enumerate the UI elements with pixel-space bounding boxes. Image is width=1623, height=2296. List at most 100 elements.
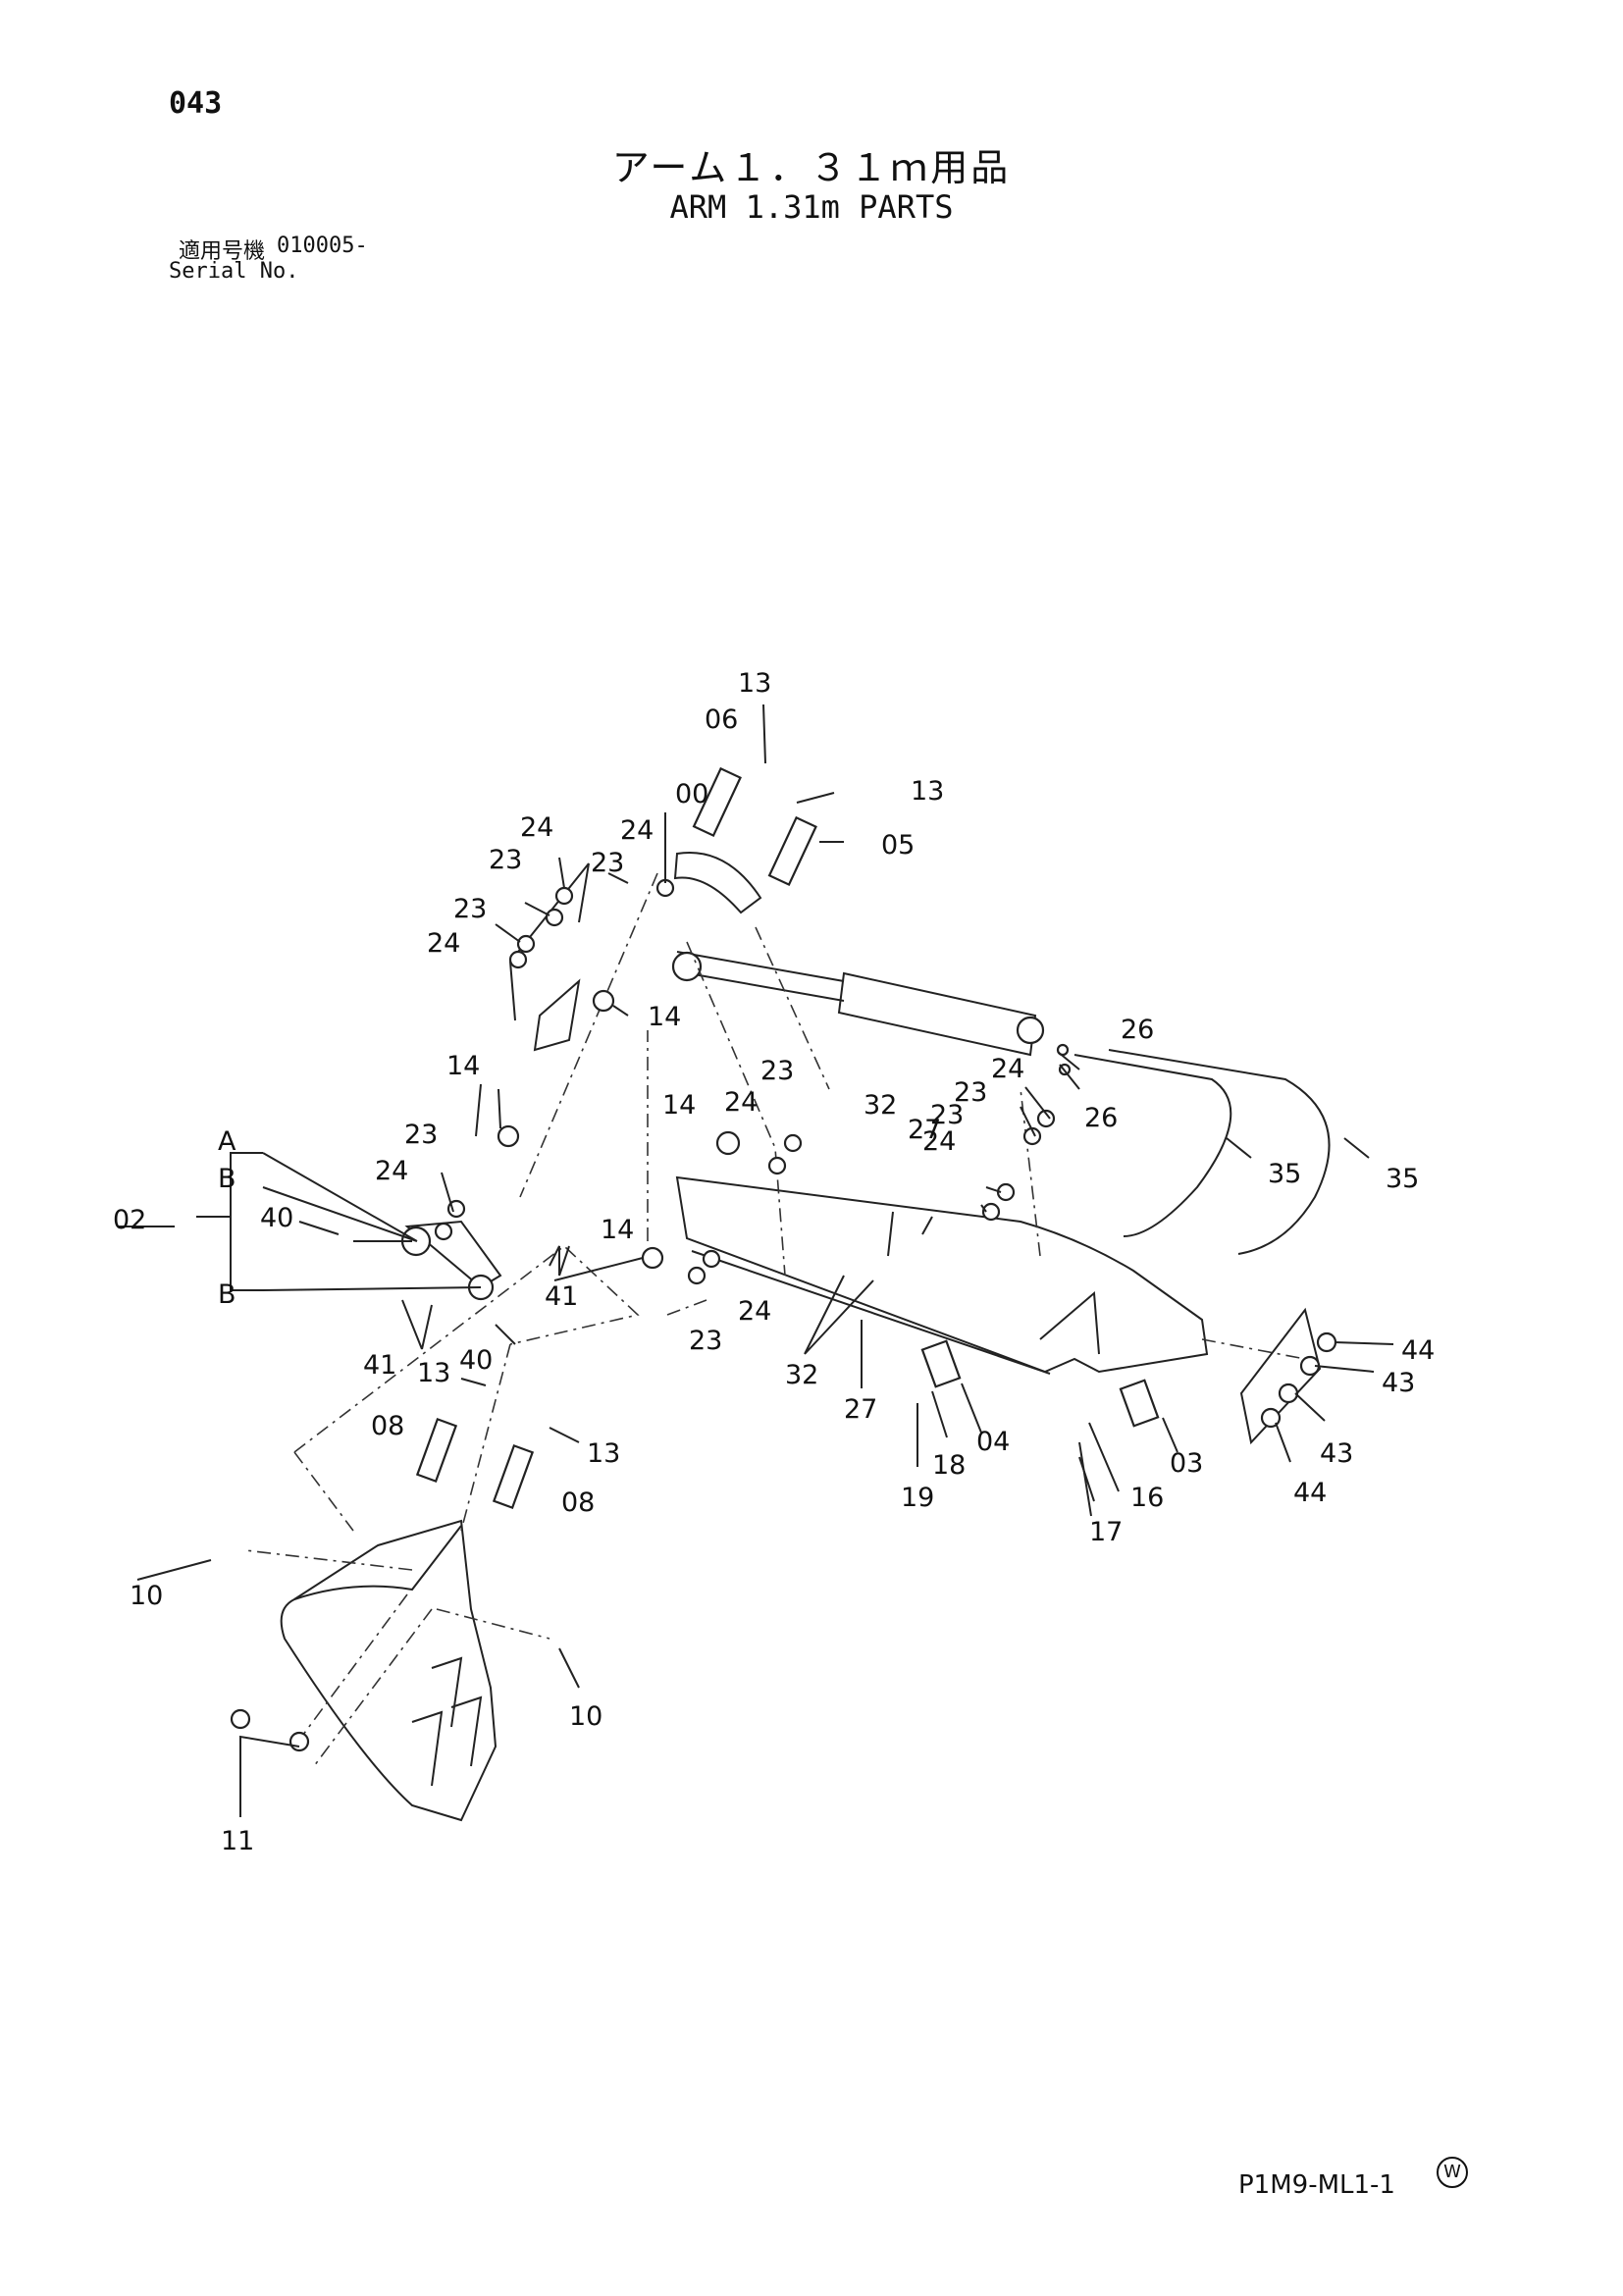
callout-44-b: 44 [1293,1478,1327,1508]
washer-23-lower [687,1266,707,1285]
leader-27 [861,1216,933,1388]
watermark-circle-icon: W [1437,2157,1468,2188]
washer-24-left [508,950,528,969]
leader-arrows-41 [401,1245,570,1350]
leader-dashed-1 [293,1244,707,1453]
callout-13-top: 13 [738,668,771,699]
callout-23-b: 23 [591,848,624,878]
washer-24-top [554,886,574,906]
pin-04 [920,1339,962,1388]
drawing-code: P1M9-ML1-1 [1238,2170,1395,2200]
callout-24-d: 24 [724,1087,758,1118]
callout-24-g: 24 [991,1054,1024,1084]
callout-43-b: 43 [1320,1438,1353,1469]
bushing-14-mid [497,1124,520,1148]
callout-B-b: B [218,1279,236,1310]
callout-24-e: 24 [375,1156,408,1186]
callout-27-b: 27 [844,1394,877,1425]
bucket-back [293,1525,462,1600]
callout-03: 03 [1170,1448,1203,1479]
leaders [118,704,1394,1817]
callout-13-d: 13 [587,1438,620,1469]
ring-11-right [288,1731,310,1752]
callout-14-c: 14 [662,1090,696,1121]
page-title-english: ARM 1.31m PARTS [669,188,954,226]
bucket-shell [280,1519,497,1822]
callout-27-a: 27 [908,1115,941,1145]
bucket-teeth [411,1656,483,1787]
leader-dashed-6 [244,1549,550,1767]
washer-43-bottom [1278,1383,1299,1404]
washer-24-lower [702,1249,721,1269]
callout-14-a: 14 [648,1002,681,1032]
washer-44-top [1316,1331,1337,1353]
pin-06 [692,766,742,838]
callout-05: 05 [881,830,915,861]
washer-23-left [516,934,536,954]
callout-02: 02 [113,1205,146,1235]
callout-32-a: 32 [864,1090,897,1121]
callout-35-a: 35 [1268,1159,1301,1189]
serial-label-japanese: 適用号機 [179,239,266,264]
leader-dashed-5 [1020,1088,1306,1360]
washer-23-top-b [545,908,564,927]
callout-08-a: 08 [371,1411,404,1441]
callout-B-a: B [218,1164,236,1194]
callout-04: 04 [976,1427,1010,1457]
callout-19: 19 [901,1483,934,1513]
pin-03 [1119,1379,1160,1428]
arm-assembly-drawing [118,704,1394,1822]
hydraulic-cylinder-barrel [837,971,1037,1057]
leader-32 [804,1211,894,1355]
callout-26-b: 26 [1084,1103,1118,1133]
callout-24-a: 24 [520,812,553,843]
washer-23-arm [446,1199,466,1219]
arm-body-edge [691,1250,1051,1375]
arm-gusset [1039,1290,1100,1355]
callout-11: 11 [221,1826,254,1856]
callout-14-d: 14 [601,1215,634,1245]
leader-dashed-3 [686,926,830,1277]
washer-44-bottom [1260,1407,1282,1429]
callout-32-b: 32 [785,1360,818,1390]
callout-06: 06 [705,704,738,735]
washer-24-right-b [981,1202,1001,1222]
leader-40 [298,1221,516,1345]
callout-14-b: 14 [446,1051,480,1081]
callout-40-b: 40 [459,1345,493,1376]
callout-23-f: 23 [689,1326,722,1356]
callout-16: 16 [1130,1483,1164,1513]
part-callouts: 13 06 00 13 05 24 23 24 23 23 24 14 14 2… [113,668,1435,1856]
callout-00: 00 [675,779,708,809]
callout-A: A [218,1126,236,1157]
callout-24-f: 24 [738,1296,771,1327]
leader-13 [460,1378,580,1443]
page-title-japanese: アーム１．３１ｍ用品 [611,146,1012,189]
washer-bracket-right [1239,1307,1322,1445]
callout-41-a: 41 [545,1281,578,1312]
callout-23-a: 23 [489,845,522,875]
callout-23-h: 23 [930,1100,964,1130]
callout-17: 17 [1089,1517,1123,1547]
callout-26-a: 26 [1121,1015,1154,1045]
serial-number-value: 010005- [277,234,368,258]
callout-40-a: 40 [260,1203,293,1233]
pin-08-right [492,1443,535,1510]
callout-24-h: 24 [922,1126,956,1157]
callout-23-g: 23 [954,1077,987,1108]
bushing-14-center [715,1130,741,1156]
callout-41-b: 41 [363,1350,396,1381]
washer-23-center [783,1133,803,1153]
callout-13-c: 13 [417,1358,450,1388]
cylinder-rod-eye [671,951,703,982]
bushing-14-top [592,989,615,1013]
washer-24-center [767,1156,787,1175]
callout-24-c: 24 [427,928,460,959]
callout-18: 18 [932,1450,966,1481]
hydraulic-cylinder-rod [676,951,845,1002]
callout-10-a: 10 [130,1581,163,1611]
link-00 [673,852,762,914]
leader-dashed-4 [519,872,658,1241]
callout-10-b: 10 [569,1701,602,1732]
